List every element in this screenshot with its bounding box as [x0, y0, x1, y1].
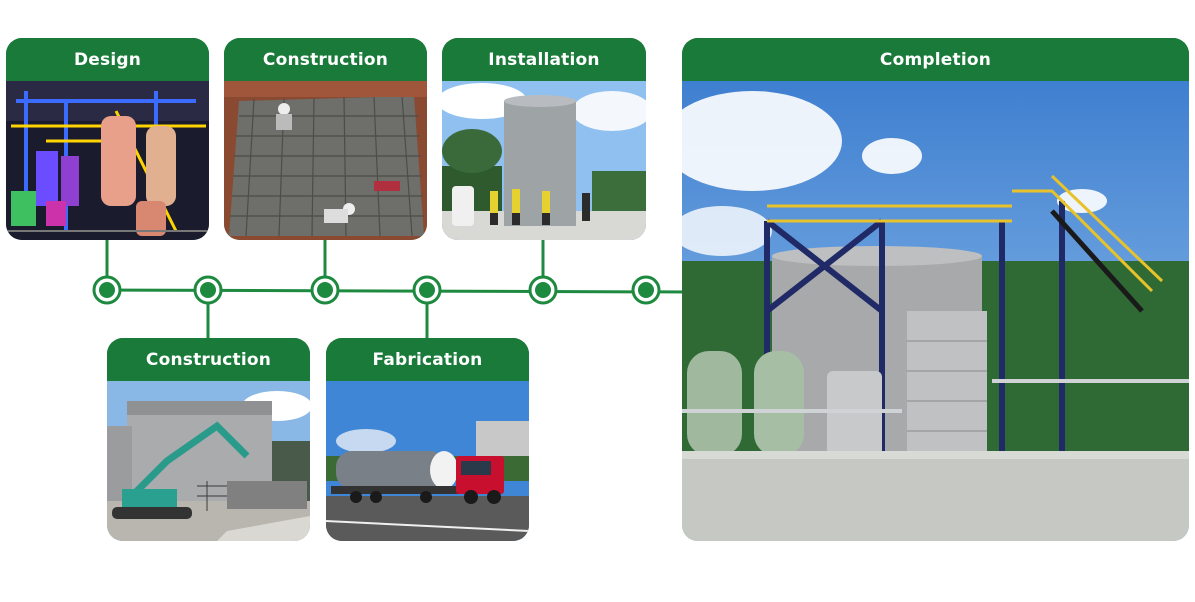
construction-rebar-image [224, 81, 427, 240]
stage-card-construction-top: Construction [224, 38, 427, 240]
timeline-node-construction-top [310, 275, 340, 305]
stage-title-fabrication: Fabrication [326, 338, 529, 381]
stage-title-construction-top: Construction [224, 38, 427, 81]
stage-card-fabrication: Fabrication [326, 338, 529, 541]
stage-title-completion: Completion [682, 38, 1189, 81]
stage-title-construction-bottom: Construction [107, 338, 310, 381]
timeline-node-completion [631, 275, 661, 305]
stage-card-design: Design [6, 38, 209, 240]
timeline-node-design [92, 275, 122, 305]
construction-excavator-image [107, 381, 310, 541]
stage-card-installation: Installation [442, 38, 646, 240]
timeline-node-construction-bottom [193, 275, 223, 305]
stage-card-construction-bottom: Construction [107, 338, 310, 541]
fabrication-truck-image [326, 381, 529, 541]
stage-title-design: Design [6, 38, 209, 81]
design-3d-model-image [6, 81, 209, 240]
installation-tank-image [442, 81, 646, 240]
completion-plant-image [682, 81, 1189, 541]
stage-card-completion: Completion [682, 38, 1189, 541]
timeline-node-fabrication [412, 275, 442, 305]
stage-title-installation: Installation [442, 38, 646, 81]
timeline-node-installation [528, 275, 558, 305]
